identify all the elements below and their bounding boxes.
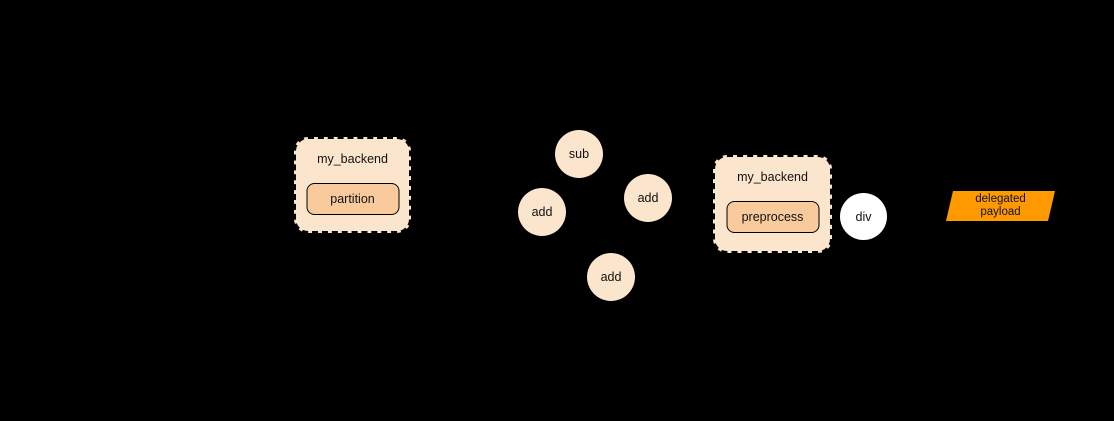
cluster-my-backend-partition: my_backend partition xyxy=(294,137,411,233)
op-node-div: div xyxy=(840,193,887,240)
partition-node: partition xyxy=(306,183,399,215)
cluster-my-backend-preprocess: my_backend preprocess xyxy=(713,155,832,253)
op-node-add: add xyxy=(624,174,672,222)
cluster-label: my_backend xyxy=(737,170,808,184)
delegated-payload-shape: delegated payload xyxy=(946,191,1055,221)
payload-label-line1: delegated xyxy=(975,193,1026,205)
preprocess-node: preprocess xyxy=(726,201,819,233)
op-node-sub: sub xyxy=(555,130,603,178)
cluster-label: my_backend xyxy=(317,152,388,166)
op-node-add: add xyxy=(518,188,566,236)
payload-label-line2: payload xyxy=(980,206,1021,218)
op-node-add: add xyxy=(587,253,635,301)
